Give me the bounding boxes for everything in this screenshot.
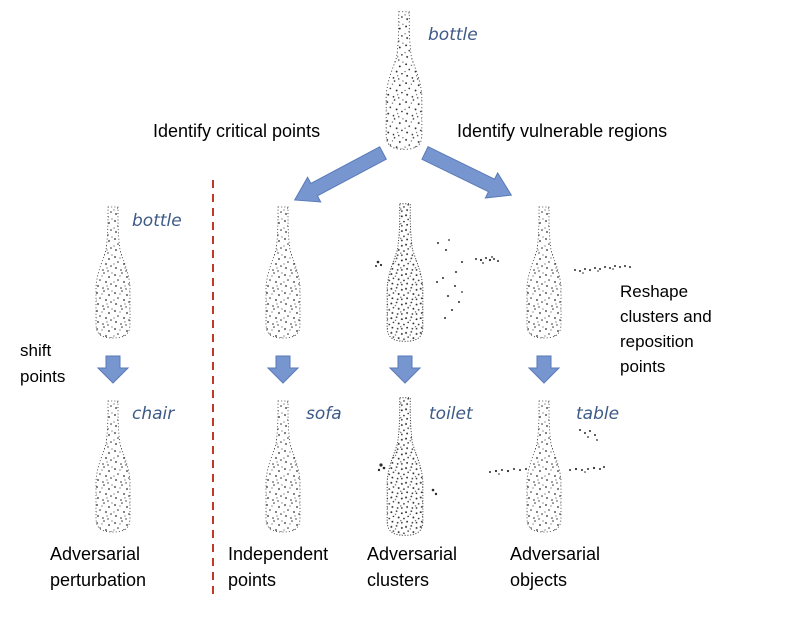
reshape-note-line4: points bbox=[620, 357, 665, 376]
col2-bottom-point-cloud bbox=[263, 396, 303, 536]
shift-note-line2: points bbox=[20, 367, 65, 386]
reshape-note-line2: clusters and bbox=[620, 307, 712, 326]
col4-caption-line2: objects bbox=[510, 570, 567, 590]
col1-bottom-label: chair bbox=[132, 404, 175, 424]
col3-bottom-point-cloud bbox=[377, 393, 438, 540]
col2-caption-line1: Independent bbox=[228, 544, 328, 564]
right-branch-label: Identify vulnerable regions bbox=[457, 121, 667, 141]
col1-down-arrow bbox=[97, 355, 129, 384]
col4-caption-line1: Adversarial bbox=[510, 544, 600, 564]
col3-bottom-label: toilet bbox=[429, 404, 474, 424]
col1-top-point-cloud bbox=[93, 202, 133, 342]
col4-bottom-point-cloud bbox=[489, 396, 605, 536]
col2-bottom-label: sofa bbox=[306, 404, 342, 424]
col1-top-label: bottle bbox=[132, 211, 182, 231]
col2-top-point-cloud bbox=[263, 202, 303, 342]
col1-caption-line2: perturbation bbox=[50, 570, 146, 590]
col3-down-arrow bbox=[389, 355, 421, 384]
col3-caption-line1: Adversarial bbox=[367, 544, 457, 564]
left-branch-label: Identify critical points bbox=[153, 121, 320, 141]
reshape-note-line3: reposition bbox=[620, 332, 694, 351]
col2-caption-line2: points bbox=[228, 570, 276, 590]
col3-top-point-cloud bbox=[375, 199, 499, 346]
col1-bottom-point-cloud bbox=[93, 396, 133, 536]
reshape-note-line1: Reshape bbox=[620, 282, 688, 301]
left-branch-arrow bbox=[293, 146, 387, 203]
col4-bottom-label: table bbox=[576, 404, 619, 424]
col4-down-arrow bbox=[528, 355, 560, 384]
top-class-label: bottle bbox=[428, 25, 478, 45]
top-bottle-point-cloud bbox=[383, 7, 425, 154]
right-branch-arrow bbox=[421, 146, 513, 199]
col1-caption-line1: Adversarial bbox=[50, 544, 140, 564]
col2-down-arrow bbox=[267, 355, 299, 384]
col4-top-point-cloud bbox=[524, 202, 631, 342]
col3-caption-line2: clusters bbox=[367, 570, 429, 590]
shift-note-line1: shift bbox=[20, 341, 51, 360]
